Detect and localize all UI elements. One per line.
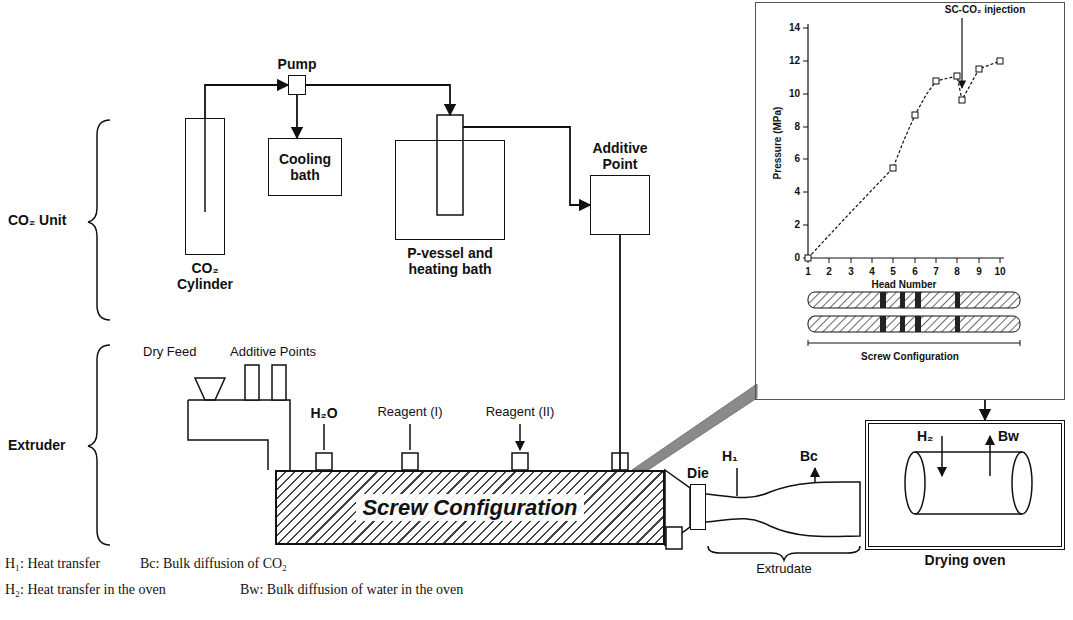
drying-oven: Drying oven: [865, 420, 1065, 550]
cooling-bath: Cooling bath: [268, 138, 342, 196]
part-label: Dry Feed: [143, 345, 196, 360]
node-text: Screw Configuration: [756, 351, 1064, 363]
part-label: Extrudate: [756, 562, 812, 577]
pump-box: Pump: [288, 75, 306, 95]
axis-label: 9: [976, 266, 982, 278]
key-text: Bw: Bulk diffusion of water in the oven: [240, 582, 463, 598]
part-label: CO₂ Unit: [8, 212, 66, 228]
part-label: Bc: [800, 448, 818, 464]
key-text: Bc: Bulk diffusion of CO₂: [140, 556, 287, 572]
flow-connector: [619, 235, 621, 470]
axis-label: 6: [794, 153, 800, 165]
flow-connector: [463, 127, 590, 205]
axis-label: 2: [794, 219, 800, 231]
node-text: Screw Configuration: [356, 494, 583, 521]
additive-point: Additive Point: [590, 175, 650, 235]
flow-connector: [296, 95, 298, 138]
pressure-inset: Screw Configuration: [755, 2, 1065, 400]
node-text: Drying oven: [925, 552, 1006, 568]
axis-label: 2: [826, 266, 832, 278]
part-label: H₂: [917, 428, 933, 444]
axis-label: 10: [789, 88, 800, 100]
axis-label: 8: [954, 266, 960, 278]
part-label: Additive Points: [230, 345, 316, 360]
key-text: H₂: Heat transfer in the oven: [5, 582, 166, 598]
node-text: Pump: [278, 56, 317, 72]
axis-label: 0: [794, 252, 800, 264]
part-label: H₂O: [310, 405, 337, 421]
node-text: P-vessel and heating bath: [385, 245, 515, 277]
flow-connector: [984, 400, 986, 420]
flow-connector: [306, 85, 450, 115]
key-text: H₁: Heat transfer: [5, 556, 100, 572]
axis-label: 5: [890, 266, 896, 278]
flow-connector: [205, 85, 288, 118]
gas-cylinder: CO₂ Cylinder: [185, 118, 225, 255]
axis-label: 12: [789, 55, 800, 67]
node-text: Additive Point: [585, 140, 655, 172]
part-label: H₁: [722, 448, 738, 464]
extruder-barrel: Screw Configuration: [275, 470, 665, 545]
part-label: Extruder: [8, 437, 66, 453]
part-label: Reagent (I): [377, 405, 442, 420]
axis-label: 14: [789, 22, 800, 34]
axis-label: 1: [805, 266, 811, 278]
part-label: Reagent (II): [486, 405, 555, 420]
node-text: Cooling bath: [269, 149, 341, 185]
axis-label: 4: [794, 186, 800, 198]
pressure-vessel: P-vessel and heating bath: [395, 140, 505, 240]
axis-label: Head Number: [871, 279, 936, 291]
axis-label: 7: [933, 266, 939, 278]
axis-label: 10: [994, 266, 1005, 278]
axis-label: SC-CO₂ injection: [945, 4, 1026, 16]
axis-label: 4: [869, 266, 875, 278]
axis-label: 6: [912, 266, 918, 278]
die-box: Die: [690, 484, 706, 530]
part-label: Bw: [998, 428, 1019, 444]
axis-label: 8: [794, 121, 800, 133]
node-text: CO₂ Cylinder: [165, 260, 245, 292]
axis-label: Pressure (MPa): [772, 107, 784, 180]
axis-label: 3: [848, 266, 854, 278]
node-text: Die: [687, 465, 709, 481]
